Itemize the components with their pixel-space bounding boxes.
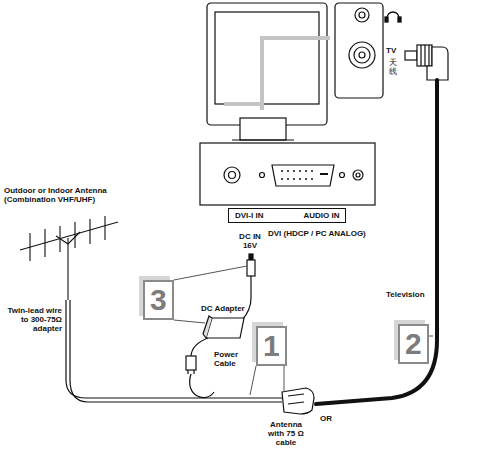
port-label: TV — [386, 46, 396, 55]
dvi-pins — [287, 178, 289, 180]
dvi-pins — [281, 170, 283, 172]
tv-jack-panel — [354, 47, 370, 63]
monitor-back — [240, 118, 286, 140]
monitor-back — [232, 139, 294, 140]
connector-panel — [224, 167, 240, 183]
dc-adapter — [203, 316, 244, 338]
connector-panel — [353, 170, 363, 180]
monitor-back — [215, 12, 319, 104]
antenna-symbol — [20, 222, 118, 250]
port-label: 天线 — [389, 59, 397, 77]
part-label: DC Adapter — [201, 304, 245, 313]
headphone-symbol — [385, 12, 401, 22]
connector-panel — [260, 173, 265, 178]
connector-panel — [200, 143, 375, 205]
dvi-pins — [311, 178, 313, 180]
antenna-adapter — [288, 394, 304, 404]
antenna-symbol — [67, 238, 68, 300]
power-cable — [190, 374, 214, 398]
antenna-plug — [405, 45, 448, 80]
monitor-back — [262, 38, 330, 110]
callout-number: 2 — [398, 324, 429, 364]
antenna-adapter — [282, 388, 314, 414]
dvi-pins — [299, 170, 301, 172]
note-label: OR — [320, 414, 332, 423]
headphone-symbol — [387, 12, 399, 18]
connector-label: DC IN 16V — [236, 232, 264, 250]
monitor-back — [224, 102, 262, 106]
antenna-adapter — [282, 388, 314, 414]
connector-panel — [340, 173, 345, 178]
twin-lead-wire — [66, 300, 282, 398]
dvi-pins — [305, 170, 307, 172]
leader-line — [284, 366, 285, 392]
monitor-back — [207, 3, 330, 140]
dvi-pins — [281, 170, 328, 180]
antenna-plug — [427, 47, 448, 80]
antenna-plug — [417, 45, 432, 66]
dc-plug — [247, 260, 255, 276]
antenna-plug — [421, 45, 429, 66]
power-cable — [191, 338, 208, 356]
power-cable — [188, 370, 194, 374]
callout-number: 1 — [256, 326, 287, 366]
callout-number: 2 — [405, 327, 422, 360]
antenna-symbol — [20, 216, 118, 300]
power-cable — [186, 338, 214, 398]
connector-panel — [229, 172, 236, 179]
port-label-box: DVI-I IN AUDIO IN — [228, 208, 346, 223]
dvi-pins — [293, 170, 295, 172]
dvi-pins — [299, 178, 301, 180]
tv-jack-panel — [349, 42, 375, 68]
tv-cable — [316, 80, 437, 404]
part-label: Television — [386, 290, 425, 299]
part-label: Outdoor or Indoor Antenna (Combination V… — [4, 186, 132, 204]
connector-panel — [272, 165, 334, 186]
callout-number: 1 — [263, 329, 280, 362]
tv-jack-panel — [359, 12, 365, 18]
leader-line — [250, 366, 256, 395]
leader-line — [174, 320, 205, 323]
dvi-pins — [311, 170, 313, 172]
headphone-symbol — [398, 17, 401, 22]
dc-plug — [242, 276, 251, 320]
tv-jack-panel — [355, 8, 369, 22]
dvi-pins — [305, 178, 307, 180]
power-cable — [186, 356, 196, 370]
monitor-back — [207, 3, 327, 125]
dc-adapter — [206, 318, 244, 338]
callout-number: 3 — [150, 283, 167, 316]
tv-jack-panel — [359, 52, 365, 58]
dvi-pins — [320, 173, 328, 175]
dc-plug — [249, 254, 253, 260]
twin-lead-wire — [70, 300, 282, 402]
connector-panel — [200, 143, 375, 205]
part-label: Antenna with 75 Ω cable — [262, 420, 310, 447]
dvi-pins — [287, 170, 289, 172]
connector-label: DVI (HDCP / PC ANALOG) — [268, 229, 366, 238]
tv-jack-panel — [335, 3, 383, 98]
part-label: Power Cable — [214, 350, 246, 368]
port-label: DVI-I IN — [235, 211, 263, 220]
callout-number: 3 — [143, 280, 174, 320]
connector-panel — [356, 173, 360, 177]
dc-adapter — [203, 316, 212, 338]
leader-line — [429, 336, 433, 337]
headphone-symbol — [385, 17, 388, 22]
twin-lead-wire — [66, 300, 282, 402]
dvi-pins — [281, 178, 283, 180]
dvi-pins — [293, 178, 295, 180]
part-label: Twin-lead wire to 300-75Ω adapter — [4, 306, 62, 333]
tv-jack-panel — [335, 3, 383, 98]
leader-line — [174, 266, 247, 280]
tv-cable — [316, 80, 437, 404]
port-label: AUDIO IN — [303, 211, 339, 220]
antenna-plug — [405, 51, 417, 60]
